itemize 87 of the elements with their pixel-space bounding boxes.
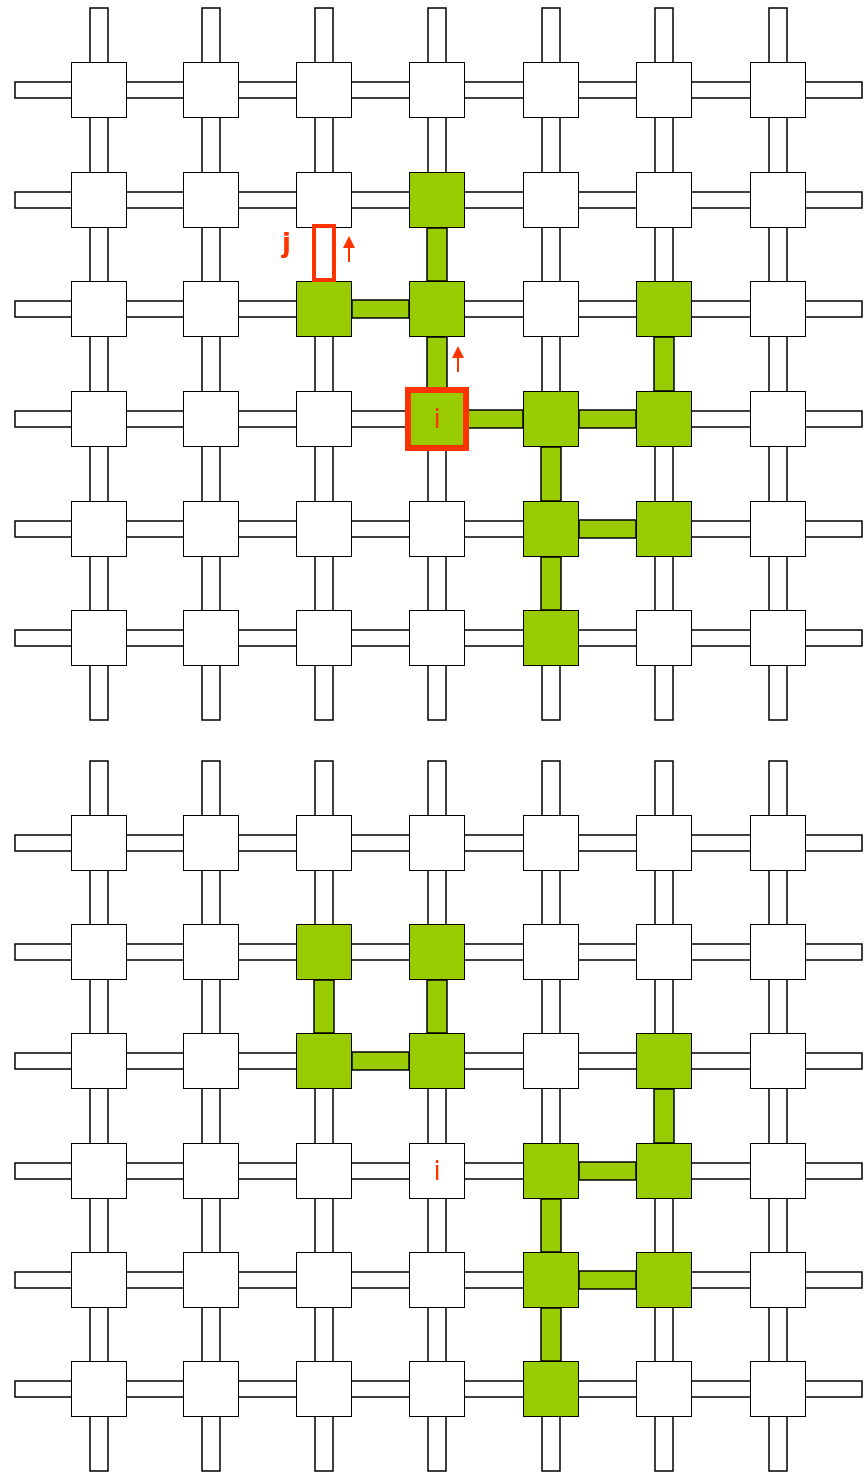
lattice-site: [636, 501, 692, 557]
lattice-site: [409, 1361, 465, 1417]
lattice-site: [750, 1252, 806, 1308]
lattice-site: [636, 1143, 692, 1199]
lattice-site: [409, 501, 465, 557]
lattice-site: [71, 172, 127, 228]
lattice-site: [750, 501, 806, 557]
lattice-site: [523, 62, 579, 118]
lattice-site: [71, 1252, 127, 1308]
lattice-site: [183, 1033, 239, 1089]
lattice-site: [183, 1143, 239, 1199]
lattice-site: [636, 1033, 692, 1089]
lattice-site: [296, 815, 352, 871]
lattice-site: [636, 815, 692, 871]
lattice-site: [296, 281, 352, 337]
lattice-site: [750, 1033, 806, 1089]
lattice-site: [750, 1143, 806, 1199]
lattice-site: [71, 1143, 127, 1199]
lattice-site: [409, 281, 465, 337]
lattice-site: [523, 815, 579, 871]
lattice-site: [183, 391, 239, 447]
lattice-site: [71, 610, 127, 666]
site-label: i: [433, 1156, 441, 1186]
lattice-site: [750, 172, 806, 228]
lattice-site: [750, 815, 806, 871]
lattice-site: [183, 924, 239, 980]
lattice-site: [636, 1361, 692, 1417]
lattice-site: [409, 62, 465, 118]
lattice-site: [296, 1033, 352, 1089]
lattice-site: [296, 172, 352, 228]
lattice-site: [636, 1252, 692, 1308]
lattice-site: [183, 281, 239, 337]
lattice-site: [296, 501, 352, 557]
lattice-site: [183, 1252, 239, 1308]
lattice-site: [523, 1143, 579, 1199]
lattice-site: [750, 610, 806, 666]
lattice-site: [71, 1361, 127, 1417]
lattice-site: [409, 815, 465, 871]
lattice-site: [750, 1361, 806, 1417]
lattice-site: [71, 815, 127, 871]
lattice-site: [296, 1143, 352, 1199]
lattice-site: [750, 281, 806, 337]
lattice-site: [183, 1361, 239, 1417]
lattice-site: [296, 391, 352, 447]
lattice-site: [409, 610, 465, 666]
lattice-site: [523, 1252, 579, 1308]
lattice-site: [296, 1252, 352, 1308]
lattice-site: [183, 610, 239, 666]
lattice-site: [183, 501, 239, 557]
lattice-site: [71, 924, 127, 980]
lattice-site: [296, 924, 352, 980]
lattice-site: [71, 391, 127, 447]
lattice-site: [750, 924, 806, 980]
lattice-site: [409, 1033, 465, 1089]
lattice-site: [409, 1252, 465, 1308]
lattice-site: [183, 62, 239, 118]
lattice-site: [523, 1361, 579, 1417]
lattice-site: [636, 62, 692, 118]
lattice-site: [71, 62, 127, 118]
lattice-site: [523, 501, 579, 557]
lattice-site: [71, 281, 127, 337]
lattice-site: [636, 172, 692, 228]
lattice-site: [409, 1143, 465, 1199]
site-label: i: [433, 404, 441, 434]
lattice-site: [523, 610, 579, 666]
lattice-site: [71, 1033, 127, 1089]
bond-label: j: [282, 228, 291, 258]
lattice-site: [523, 924, 579, 980]
lattice-site: [405, 387, 469, 451]
lattice-site: [636, 281, 692, 337]
lattice-site: [296, 1361, 352, 1417]
lattice-site: [636, 924, 692, 980]
lattice-site: [750, 391, 806, 447]
lattice-site: [523, 391, 579, 447]
lattice-site: [409, 924, 465, 980]
lattice-site: [636, 610, 692, 666]
lattice-site: [296, 610, 352, 666]
lattice-site: [296, 62, 352, 118]
lattice-site: [523, 1033, 579, 1089]
lattice-site: [183, 815, 239, 871]
lattice-site: [71, 501, 127, 557]
lattice-site: [409, 172, 465, 228]
lattice-site: [523, 281, 579, 337]
lattice-site: [636, 391, 692, 447]
lattice-site: [183, 172, 239, 228]
lattice-site: [523, 172, 579, 228]
lattice-site: [750, 62, 806, 118]
